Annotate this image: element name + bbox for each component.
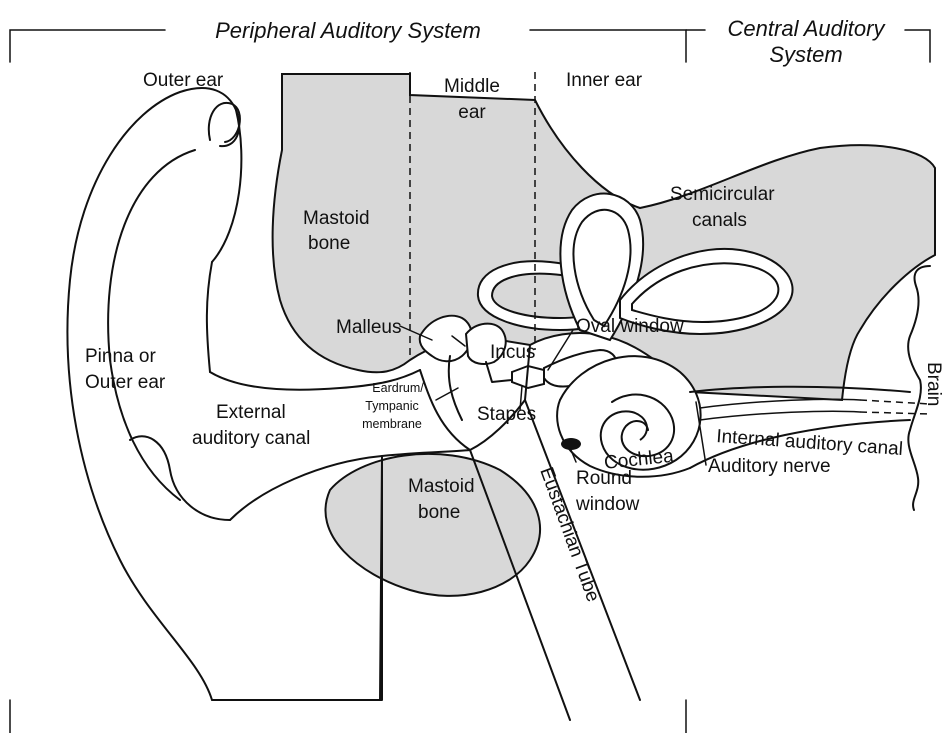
region-inner-ear: Inner ear — [566, 70, 643, 91]
label-round-window-line2: window — [575, 494, 640, 515]
round-window — [561, 438, 581, 450]
label-round-window-line1: Round — [576, 468, 632, 489]
region-middle-ear-line1: Middle — [444, 76, 500, 97]
label-stapes: Stapes — [477, 404, 536, 425]
label-external-canal-line1: External — [216, 402, 286, 423]
label-mastoid-upper-line2: bone — [308, 233, 350, 254]
label-pinna-line1: Pinna or — [85, 346, 156, 367]
label-brain: Brain — [923, 362, 942, 406]
label-pinna-line2: Outer ear — [85, 372, 166, 393]
header-central-line1: Central Auditory — [728, 16, 887, 41]
region-outer-ear: Outer ear — [143, 70, 224, 91]
label-eardrum-line2: Tympanic — [365, 399, 419, 413]
label-incus: Incus — [490, 342, 535, 363]
label-semicircular-line2: canals — [692, 210, 747, 231]
label-malleus: Malleus — [336, 317, 401, 338]
label-mastoid-upper-line1: Mastoid — [303, 208, 370, 229]
label-eardrum-line3: membrane — [362, 417, 422, 431]
label-auditory-nerve: Auditory nerve — [708, 456, 831, 477]
header-peripheral: Peripheral Auditory System — [215, 18, 481, 43]
region-middle-ear-line2: ear — [458, 102, 486, 123]
header-central-line2: System — [769, 42, 842, 67]
label-external-canal-line2: auditory canal — [192, 428, 310, 449]
label-eardrum-line1: Eardrum/ — [372, 381, 424, 395]
label-oval-window: Oval window — [576, 316, 684, 337]
label-mastoid-lower-line1: Mastoid — [408, 476, 475, 497]
label-semicircular-line1: Semicircular — [670, 184, 775, 205]
label-mastoid-lower-line2: bone — [418, 502, 460, 523]
